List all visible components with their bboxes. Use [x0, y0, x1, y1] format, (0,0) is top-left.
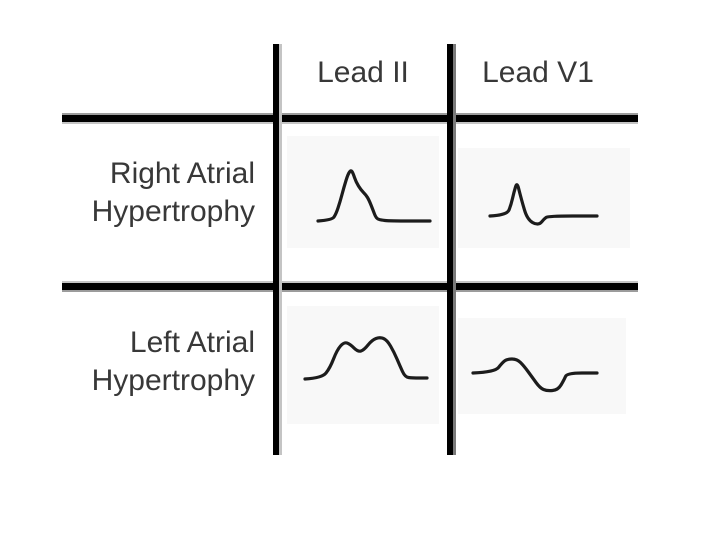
row-header-line-2: Hypertrophy — [91, 364, 255, 397]
table-horizontal-rule-top — [62, 115, 638, 122]
waveform-left-atrial-hypertrophy-lead-v1 — [458, 318, 626, 414]
row-header-line-1: Left Atrial — [129, 326, 255, 359]
column-header-lead-ii: Lead II — [317, 56, 409, 89]
ecg-trace — [316, 169, 432, 223]
waveform-right-atrial-hypertrophy-lead-ii — [287, 136, 439, 248]
table-horizontal-rule-middle — [62, 283, 638, 290]
waveform-left-atrial-hypertrophy-lead-ii — [287, 306, 439, 424]
column-header-lead-v1: Lead V1 — [482, 56, 594, 89]
table-vertical-rule-right — [447, 44, 453, 455]
row-header-line-2: Hypertrophy — [91, 195, 255, 228]
row-header-line-1: Right Atrial — [109, 157, 255, 190]
ecg-trace — [471, 357, 599, 393]
ecg-trace — [303, 336, 429, 381]
waveform-right-atrial-hypertrophy-lead-v1 — [458, 148, 630, 248]
row-header-right-atrial-hypertrophy: Right Atrial Hypertrophy — [30, 155, 255, 231]
row-header-left-atrial-hypertrophy: Left Atrial Hypertrophy — [30, 324, 255, 400]
table-vertical-rule-left — [273, 44, 279, 455]
ecg-trace — [488, 183, 599, 226]
